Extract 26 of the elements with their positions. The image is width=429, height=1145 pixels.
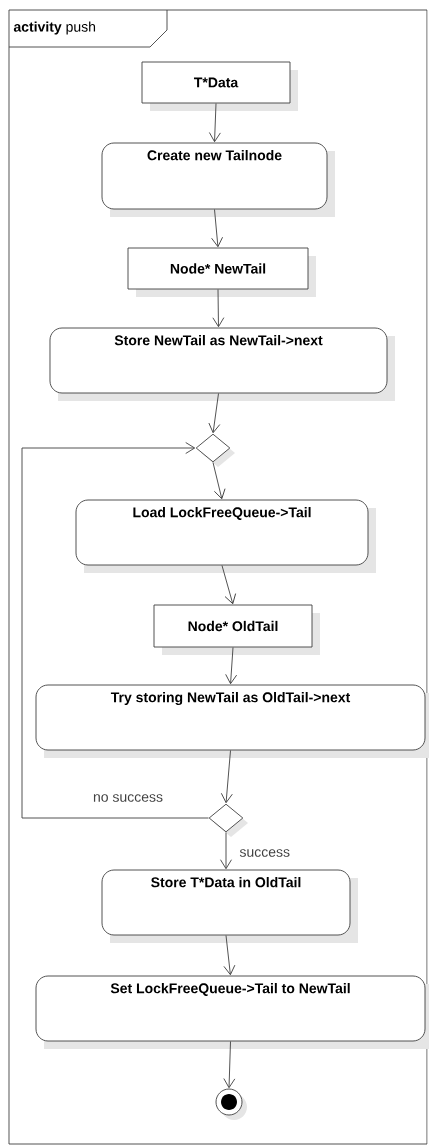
action-box: Load LockFreeQueue->Tail bbox=[75, 499, 376, 573]
edge-label: success bbox=[238, 848, 291, 858]
final-node bbox=[215, 1088, 247, 1120]
arrow bbox=[220, 832, 232, 870]
action-box: Store NewTail as NewTail->next bbox=[49, 327, 395, 401]
arrow bbox=[208, 393, 221, 434]
arrow bbox=[223, 1041, 236, 1089]
action-box: Try storing NewTail as OldTail->next bbox=[35, 684, 429, 758]
arrow bbox=[220, 750, 233, 804]
arrow bbox=[212, 289, 225, 328]
object-box: Node* NewTail bbox=[127, 247, 316, 297]
action-box: Create new Tailnode bbox=[101, 142, 335, 217]
arrow bbox=[208, 103, 221, 143]
action-box: Set LockFreeQueue->Tail to NewTail bbox=[35, 975, 429, 1049]
arrow bbox=[225, 647, 238, 685]
decision-diamond bbox=[195, 433, 235, 467]
object-box: T*Data bbox=[141, 61, 298, 111]
decision-diamond bbox=[208, 803, 248, 837]
object-box: Node* OldTail bbox=[153, 604, 320, 655]
arrow bbox=[211, 209, 224, 248]
action-box: Store T*Data in OldTail bbox=[101, 869, 358, 943]
edge-label: no success bbox=[92, 793, 164, 803]
arrow bbox=[21, 442, 209, 819]
arrow bbox=[223, 935, 236, 976]
arrow bbox=[221, 565, 237, 605]
arrow bbox=[212, 462, 226, 500]
